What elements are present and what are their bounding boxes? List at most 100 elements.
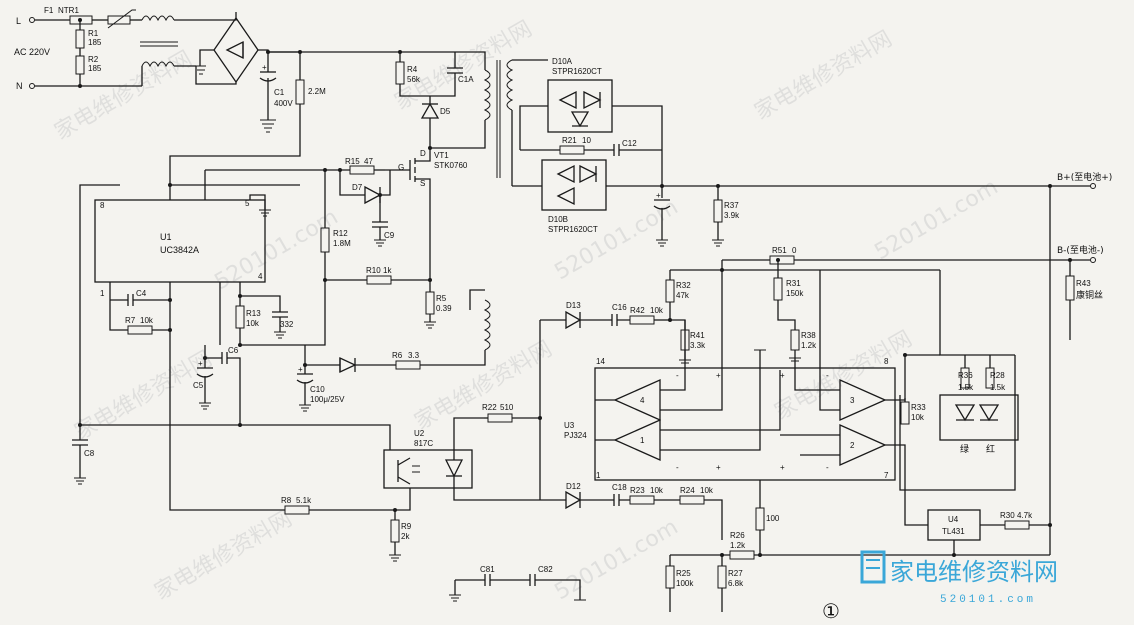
resistor-r21 bbox=[559, 145, 585, 155]
mosfet-vt1: D S G VT1 STK0760 bbox=[385, 148, 468, 240]
label-parts-r42: R42 bbox=[630, 306, 645, 315]
label-parts-r_22m: 2.2M bbox=[308, 87, 326, 96]
label-parts-g: G bbox=[398, 163, 404, 172]
label-parts-d10b: D10B bbox=[548, 215, 568, 224]
resistor-r43 bbox=[1065, 275, 1075, 301]
label-parts-r30v: 4.7k bbox=[1017, 511, 1033, 520]
resistor-r10 bbox=[366, 275, 392, 285]
svg-text:-: - bbox=[676, 463, 679, 472]
resistor-r7 bbox=[127, 325, 153, 335]
resistor-r22 bbox=[487, 413, 513, 423]
label-parts-c9: C9 bbox=[384, 231, 395, 240]
optocoupler-u2: U2 817C bbox=[80, 417, 540, 511]
label-parts-r30: R30 bbox=[1000, 511, 1015, 520]
bridge-rectifier bbox=[195, 12, 300, 85]
resistor-r30 bbox=[1004, 520, 1030, 530]
label-parts-r6: R6 bbox=[392, 351, 403, 360]
label-parts-r38: R38 bbox=[801, 331, 816, 340]
svg-text:+: + bbox=[298, 365, 303, 374]
label-parts-r38v: 1.2k bbox=[801, 341, 817, 350]
label-parts-r31v: 150k bbox=[786, 289, 804, 298]
resistor-r31 bbox=[773, 277, 783, 301]
label-parts-r6v: 3.3 bbox=[408, 351, 420, 360]
label-parts-r12: R12 bbox=[333, 229, 348, 238]
label-parts-r7v: 10k bbox=[140, 316, 154, 325]
site-logo: 家电维修资料网 520101.com bbox=[860, 550, 1058, 606]
label-parts-d12: D12 bbox=[566, 482, 581, 491]
label-parts-c6: C6 bbox=[228, 346, 239, 355]
junction-dots bbox=[78, 18, 1072, 557]
label-parts-r31: R31 bbox=[786, 279, 801, 288]
label-bminus: B-(至电池-) bbox=[1057, 244, 1104, 256]
label-parts-c10: C10 bbox=[310, 385, 325, 394]
label-parts-op3: 3 bbox=[850, 396, 855, 405]
label-parts-d10av: STPR1620CT bbox=[552, 67, 602, 76]
svg-text:+: + bbox=[780, 463, 785, 472]
label-parts-r4v: 56k bbox=[407, 75, 421, 84]
resistor-r27 bbox=[717, 565, 727, 589]
label-parts-r_100: 100 bbox=[766, 514, 780, 523]
resistor-r26 bbox=[729, 550, 755, 560]
label-parts-u2v: 817C bbox=[414, 439, 433, 448]
resistor-r8 bbox=[284, 505, 310, 515]
label-parts-r32: R32 bbox=[676, 281, 691, 290]
label-parts-r26v: 1.2k bbox=[730, 541, 746, 550]
label-parts-r43: R43 bbox=[1076, 279, 1091, 288]
snubber: R4 56k C1A D5 bbox=[395, 52, 474, 148]
ac-input-section: L N AC 220V F1 NTR1 R1 185 R2 185 bbox=[14, 6, 196, 91]
label-parts-op1: 1 bbox=[640, 436, 645, 445]
resistor-r13 bbox=[235, 305, 245, 329]
label-parts-p5: 5 bbox=[245, 199, 250, 208]
label-parts-r41v: 3.3k bbox=[690, 341, 706, 350]
label-parts-r1v: 185 bbox=[88, 38, 102, 47]
label-parts-r41: R41 bbox=[690, 331, 705, 340]
u1-part: UC3842A bbox=[160, 245, 199, 255]
label-parts-r36: R36 bbox=[958, 371, 973, 380]
label-parts-c1v: 400V bbox=[274, 99, 293, 108]
label-parts-r43v: 康铜丝 bbox=[1076, 289, 1103, 301]
indicator-leds: R36 1.5k R28 1.5k 绿 红 bbox=[899, 270, 1019, 491]
label-parts-u4: U4 bbox=[948, 515, 959, 524]
label-parts-red: 红 bbox=[986, 443, 995, 455]
resistor-r42 bbox=[629, 315, 655, 325]
svg-text:家电维修资料网: 家电维修资料网 bbox=[411, 337, 557, 436]
resistor-r38 bbox=[790, 329, 800, 351]
figure-number: ① bbox=[822, 599, 840, 623]
bulk-cap-c1: + C1 400V bbox=[259, 52, 293, 133]
resistor-r2 bbox=[75, 55, 85, 75]
label-parts-vt1: VT1 bbox=[434, 151, 449, 160]
label-parts-r22v: 510 bbox=[500, 403, 514, 412]
resistor-r33 bbox=[900, 401, 910, 425]
label-parts-r9v: 2k bbox=[401, 532, 410, 541]
label-parts-c16: C16 bbox=[612, 303, 627, 312]
label-parts-r36v: 1.5k bbox=[958, 383, 974, 392]
label-parts-s: S bbox=[420, 179, 425, 188]
u1-ref: U1 bbox=[160, 232, 172, 242]
label-parts-r21v: 10 bbox=[582, 136, 591, 145]
label-parts-r51v: 0 bbox=[792, 246, 797, 255]
resistor-100ohm bbox=[755, 507, 765, 531]
resistor-r51 bbox=[769, 255, 795, 265]
logo-sub: 520101.com bbox=[940, 594, 1036, 606]
label-parts-c5: C5 bbox=[193, 381, 204, 390]
svg-text:520101.com: 520101.com bbox=[871, 175, 1003, 266]
label-parts-d13: D13 bbox=[566, 301, 581, 310]
label-parts-u2: U2 bbox=[414, 429, 425, 438]
label-ac: AC 220V bbox=[14, 47, 50, 57]
output-rectifier-d10b: D10B STPR1620CT bbox=[512, 159, 1090, 234]
svg-text:520101.com: 520101.com bbox=[551, 515, 683, 606]
label-parts-vt1v: STK0760 bbox=[434, 161, 468, 170]
svg-text:-: - bbox=[826, 371, 829, 380]
label-parts-c12: C12 bbox=[622, 139, 637, 148]
label-parts-c8: C8 bbox=[84, 449, 95, 458]
label-bplus: B+(至电池+) bbox=[1057, 171, 1112, 183]
label-parts-u4v: TL431 bbox=[942, 527, 965, 536]
label-parts-r21: R21 bbox=[562, 136, 577, 145]
resistor-r37 bbox=[713, 199, 723, 223]
resistor-r25 bbox=[665, 565, 675, 589]
resistor-r1 bbox=[75, 29, 85, 49]
label-parts-d: D bbox=[420, 149, 426, 158]
svg-text:家电维修资料网: 家电维修资料网 bbox=[751, 27, 897, 126]
label-parts-r9: R9 bbox=[401, 522, 412, 531]
